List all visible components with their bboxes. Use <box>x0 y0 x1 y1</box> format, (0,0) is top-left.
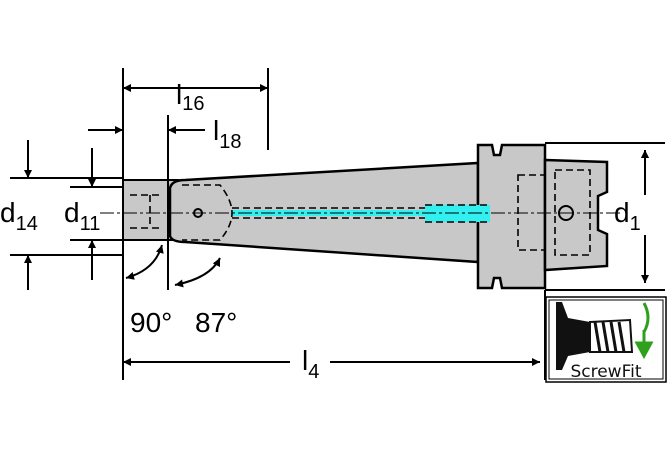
angle-arc-87 <box>174 257 221 288</box>
angle-90: 90° <box>130 307 172 338</box>
screwfit-logo-text: ScrewFit <box>570 362 641 382</box>
dim-d14: d14 <box>0 197 38 235</box>
dim-l18: l18 <box>213 115 241 153</box>
angle-87: 87° <box>195 307 237 338</box>
angle-arc-90 <box>125 244 164 280</box>
dim-d1: d1 <box>614 197 641 235</box>
screwfit-logo: ScrewFit <box>545 296 667 383</box>
flange <box>476 143 547 290</box>
tool-body <box>100 143 620 290</box>
dim-d11: d11 <box>64 197 100 235</box>
dim-l4: l4 <box>302 345 319 383</box>
hsk-end <box>543 158 609 272</box>
dim-l16: l16 <box>176 79 204 115</box>
coolant-channel-thin <box>232 210 425 216</box>
